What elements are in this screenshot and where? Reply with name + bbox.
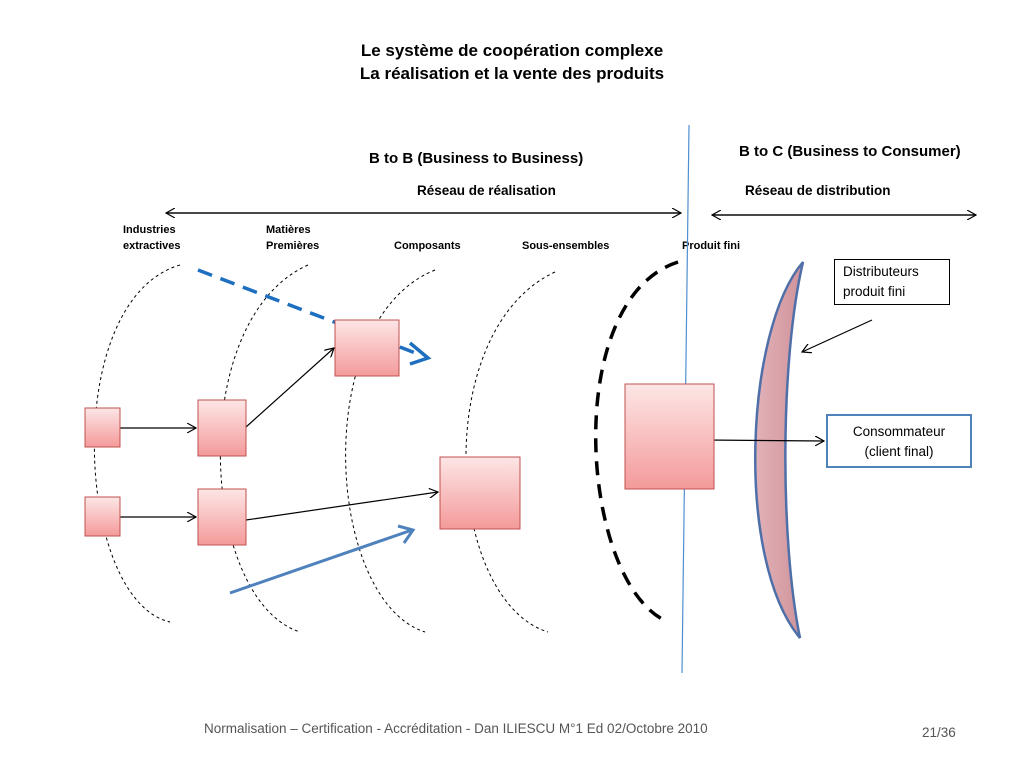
col-sous-ensembles: Sous-ensembles — [522, 240, 610, 252]
page-number: 21/36 — [922, 725, 956, 740]
arrow-produit-consommateur — [704, 440, 824, 441]
arc-industries — [93, 264, 181, 623]
col-produit-fini: Produit fini — [682, 240, 741, 252]
consommateur-line-1: Consommateur — [852, 424, 946, 439]
distributeurs-line-1: Distributeurs — [843, 264, 919, 279]
footer-text: Normalisation – Certification - Accrédit… — [204, 721, 708, 736]
b2b-title: B to B (Business to Business) — [369, 150, 584, 167]
col-industries-1: Industries — [123, 224, 176, 236]
box-industries-1 — [84, 407, 121, 448]
distributeurs-box: Distributeurs produit fini — [834, 259, 950, 305]
b2c-title: B to C (Business to Consumer) — [739, 143, 961, 160]
box-industries-2 — [84, 496, 121, 537]
title-line-2: La réalisation et la vente des produits — [359, 64, 665, 83]
arrow-mat2-sous — [245, 492, 438, 521]
col-matieres-2: Premières — [266, 240, 320, 252]
distributeurs-line-2: produit fini — [843, 284, 906, 299]
box-produit-fini — [624, 383, 715, 490]
arc-sous-ensembles — [465, 271, 556, 633]
blue-arrow — [229, 524, 416, 595]
arc-composants — [345, 269, 436, 633]
consommateur-line-2: (client final) — [864, 444, 934, 459]
col-industries-2: extractives — [123, 240, 181, 252]
arc-produit-fini — [593, 260, 679, 624]
col-matieres-1: Matières — [266, 224, 311, 236]
col-composants: Composants — [394, 240, 461, 252]
box-sous-ensembles — [439, 456, 521, 530]
arrow-distributeurs-lens — [802, 319, 873, 352]
box-matieres-1 — [197, 399, 247, 457]
b2c-network-label: Réseau de distribution — [745, 183, 891, 198]
box-composants — [334, 319, 400, 377]
b2b-network-label: Réseau de réalisation — [417, 183, 556, 198]
arrow-mat1-comp — [245, 348, 334, 428]
consommateur-box: Consommateur (client final) — [826, 414, 972, 468]
box-matieres-2 — [197, 488, 247, 546]
distribution-lens — [753, 261, 805, 639]
title-line-1: Le système de coopération complexe — [360, 41, 664, 60]
arc-matieres — [219, 264, 309, 633]
